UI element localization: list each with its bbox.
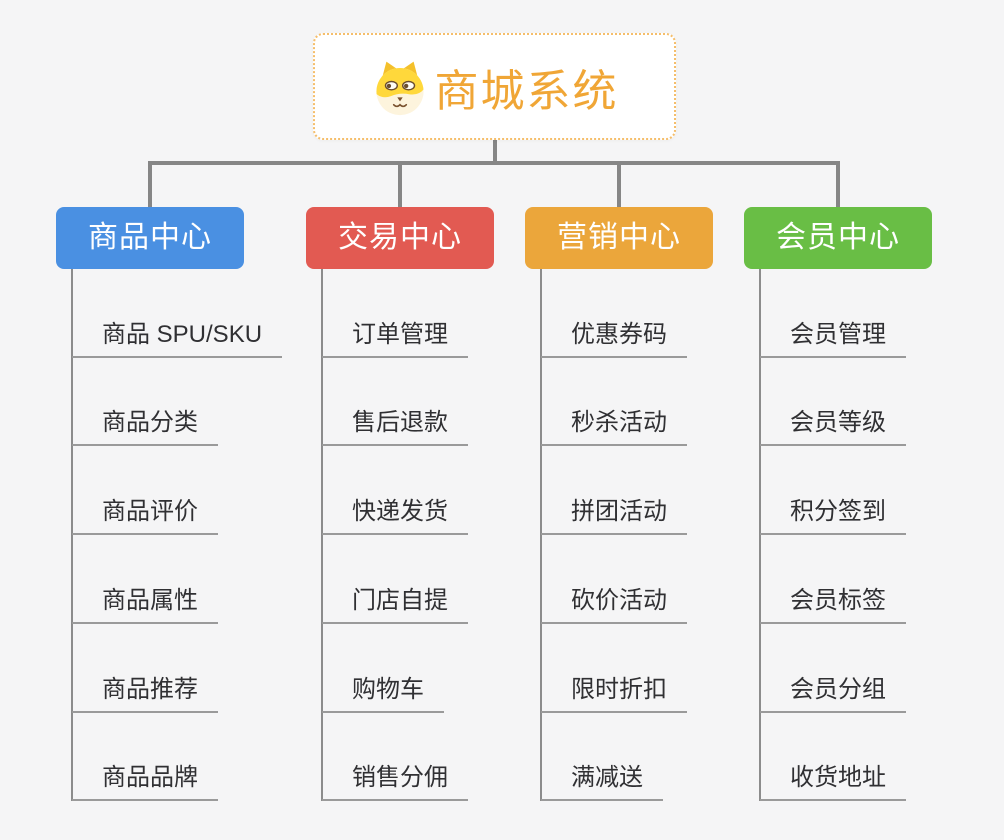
root-title: 商城系统 bbox=[434, 66, 619, 116]
connector-drop-member-center bbox=[836, 163, 840, 208]
sub-item[interactable]: 满减送 bbox=[541, 764, 663, 801]
sub-item[interactable]: 商品推荐 bbox=[72, 676, 218, 713]
sub-item[interactable]: 会员等级 bbox=[760, 409, 906, 446]
connector-rail-marketing-center bbox=[540, 269, 542, 801]
branch-node-marketing-center[interactable]: 营销中心 bbox=[525, 207, 713, 269]
connector-drop-product-center bbox=[148, 163, 152, 208]
sub-item[interactable]: 商品 SPU/SKU bbox=[72, 321, 283, 358]
sub-item[interactable]: 砍价活动 bbox=[541, 587, 687, 624]
sub-item[interactable]: 商品评价 bbox=[72, 498, 218, 535]
sub-item[interactable]: 秒杀活动 bbox=[541, 409, 687, 446]
sub-item[interactable]: 收货地址 bbox=[760, 764, 906, 801]
sub-item[interactable]: 快递发货 bbox=[322, 498, 468, 535]
root-node[interactable]: 商城系统 bbox=[313, 33, 676, 140]
connector-drop-trade-center bbox=[398, 163, 402, 208]
sub-item[interactable]: 会员标签 bbox=[760, 587, 906, 624]
sub-item[interactable]: 商品分类 bbox=[72, 409, 218, 446]
sub-item[interactable]: 限时折扣 bbox=[541, 676, 687, 713]
branch-node-member-center[interactable]: 会员中心 bbox=[744, 207, 932, 269]
sub-item[interactable]: 售后退款 bbox=[322, 409, 468, 446]
connector-rail-member-center bbox=[759, 269, 761, 801]
sub-item[interactable]: 积分签到 bbox=[760, 498, 906, 535]
sub-item[interactable]: 销售分佣 bbox=[322, 764, 468, 801]
connector-rail-trade-center bbox=[321, 269, 323, 801]
connector-bus bbox=[148, 161, 840, 165]
connector-root-stub bbox=[493, 139, 497, 165]
connector-rail-product-center bbox=[71, 269, 73, 801]
connector-drop-marketing-center bbox=[617, 163, 621, 208]
sub-item[interactable]: 商品品牌 bbox=[72, 764, 218, 801]
sub-item[interactable]: 商品属性 bbox=[72, 587, 218, 624]
sub-item[interactable]: 优惠券码 bbox=[541, 321, 687, 358]
sub-item[interactable]: 会员管理 bbox=[760, 321, 906, 358]
sub-item[interactable]: 拼团活动 bbox=[541, 498, 687, 535]
sub-item[interactable]: 购物车 bbox=[322, 676, 444, 713]
sub-item[interactable]: 会员分组 bbox=[760, 676, 906, 713]
sub-item[interactable]: 订单管理 bbox=[322, 321, 468, 358]
sub-item[interactable]: 门店自提 bbox=[322, 587, 468, 624]
branch-node-trade-center[interactable]: 交易中心 bbox=[306, 207, 494, 269]
branch-node-product-center[interactable]: 商品中心 bbox=[56, 207, 244, 269]
dog-face-icon bbox=[371, 58, 429, 116]
